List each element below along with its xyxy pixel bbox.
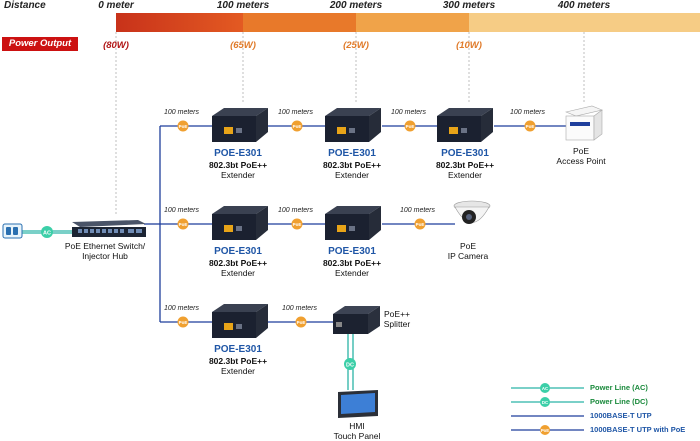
svg-text:AC: AC — [542, 386, 548, 391]
distance-mark-300: 300 meters — [442, 0, 496, 11]
extender-desc: 802.3bt PoE++Extender — [322, 160, 382, 180]
distance-bar-segment-1 — [116, 13, 243, 32]
extender-model: POE-E301 — [214, 344, 262, 355]
poe-splitter — [333, 306, 380, 334]
poe-extender-device — [325, 206, 381, 240]
legend-power-dc: Power Line (DC) — [590, 397, 648, 406]
distance-mark-100: 100 meters — [216, 0, 270, 11]
extender-desc: 802.3bt PoE++Extender — [208, 356, 268, 376]
poe-extender-device — [437, 108, 493, 142]
extender-model: POE-E301 — [328, 246, 376, 257]
poe-switch — [72, 220, 146, 237]
svg-text:PoE: PoE — [293, 222, 302, 227]
legend-line: AC — [511, 383, 584, 393]
poe-badge: PoE — [524, 120, 536, 132]
distance-mark-0: 0 meter — [98, 0, 134, 11]
svg-text:PoE: PoE — [179, 222, 188, 227]
legend-line: DC — [511, 397, 584, 407]
segment-label: 100 meters — [510, 109, 546, 116]
svg-text:PoE: PoE — [406, 124, 415, 129]
poe-badge: PoE — [291, 120, 303, 132]
power-value-25w: (25W) — [343, 40, 369, 51]
poe-extender-device — [212, 304, 268, 338]
poe-badge: PoE — [177, 218, 189, 230]
distance-bar — [116, 13, 700, 32]
svg-text:DC: DC — [346, 363, 354, 369]
svg-text:PoE: PoE — [293, 124, 302, 129]
svg-text:DC: DC — [542, 400, 548, 405]
hmi-touch-panel — [338, 390, 378, 418]
power-value-80w: (80W) — [103, 40, 129, 51]
extender-model: POE-E301 — [214, 148, 262, 159]
svg-text:PoE: PoE — [297, 320, 306, 325]
distance-mark-200: 200 meters — [329, 0, 383, 11]
distance-bar-segment-3 — [356, 13, 469, 32]
segment-label: 100 meters — [278, 207, 314, 214]
poe-badge: PoE — [404, 120, 416, 132]
power-outlet — [2, 223, 23, 239]
svg-text:PoE: PoE — [179, 320, 188, 325]
segment-label: 100 meters — [164, 109, 200, 116]
extender-desc: 802.3bt PoE++Extender — [322, 258, 382, 278]
extender-desc: 802.3bt PoE++Extender — [208, 258, 268, 278]
extender-devices — [212, 108, 493, 338]
segment-label: 100 meters — [282, 305, 318, 312]
segment-label: 100 meters — [391, 109, 427, 116]
svg-text:PoE: PoE — [416, 222, 425, 227]
segment-label: 100 meters — [164, 207, 200, 214]
extender-model: POE-E301 — [441, 148, 489, 159]
poe-badge: PoE — [295, 316, 307, 328]
access-point — [564, 105, 604, 141]
svg-text:PoE: PoE — [179, 124, 188, 129]
ip-camera — [453, 200, 491, 224]
distance-label: Distance — [4, 0, 46, 11]
distance-mark-400: 400 meters — [557, 0, 611, 11]
dc-badge: DC — [344, 358, 356, 370]
extender-desc: 802.3bt PoE++Extender — [208, 160, 268, 180]
segment-label: 100 meters — [400, 207, 436, 214]
poe-extender-device — [212, 108, 268, 142]
poe-badge: PoE — [177, 316, 189, 328]
distance-guides — [115, 32, 585, 216]
power-value-10w: (10W) — [456, 40, 482, 51]
poe-extender-device — [212, 206, 268, 240]
svg-text:PoE: PoE — [541, 428, 549, 433]
legend-utp: 1000BASE-T UTP — [590, 411, 652, 420]
legend-utp-poe: 1000BASE-T UTP with PoE — [590, 425, 686, 434]
extender-model: POE-E301 — [328, 148, 376, 159]
power-value-65w: (65W) — [230, 40, 256, 51]
splitter-label: PoE++Splitter — [383, 309, 411, 329]
svg-text:PoE: PoE — [526, 124, 535, 129]
poe-badges: PoE PoE PoE PoE PoE PoE PoE PoE PoE — [177, 120, 536, 328]
poe-badge: PoE — [291, 218, 303, 230]
poe-badge: PoE — [177, 120, 189, 132]
poe-badge: PoE — [414, 218, 426, 230]
poe-extender-device — [325, 108, 381, 142]
segment-label: 100 meters — [278, 109, 314, 116]
legend-power-ac: Power Line (AC) — [590, 383, 648, 392]
distance-bar-segment-4 — [469, 13, 700, 32]
svg-text:AC: AC — [43, 231, 51, 237]
legend-line: PoE — [511, 425, 584, 435]
switch-label: PoE Ethernet Switch/Injector Hub — [64, 241, 146, 261]
distance-bar-segment-2 — [243, 13, 356, 32]
ac-badge: AC — [41, 226, 53, 238]
power-output-label: Power Output — [2, 37, 78, 51]
extender-model: POE-E301 — [214, 246, 262, 257]
extender-desc: 802.3bt PoE++Extender — [435, 160, 495, 180]
segment-label: 100 meters — [164, 305, 200, 312]
legend: AC DC PoE — [511, 383, 584, 435]
